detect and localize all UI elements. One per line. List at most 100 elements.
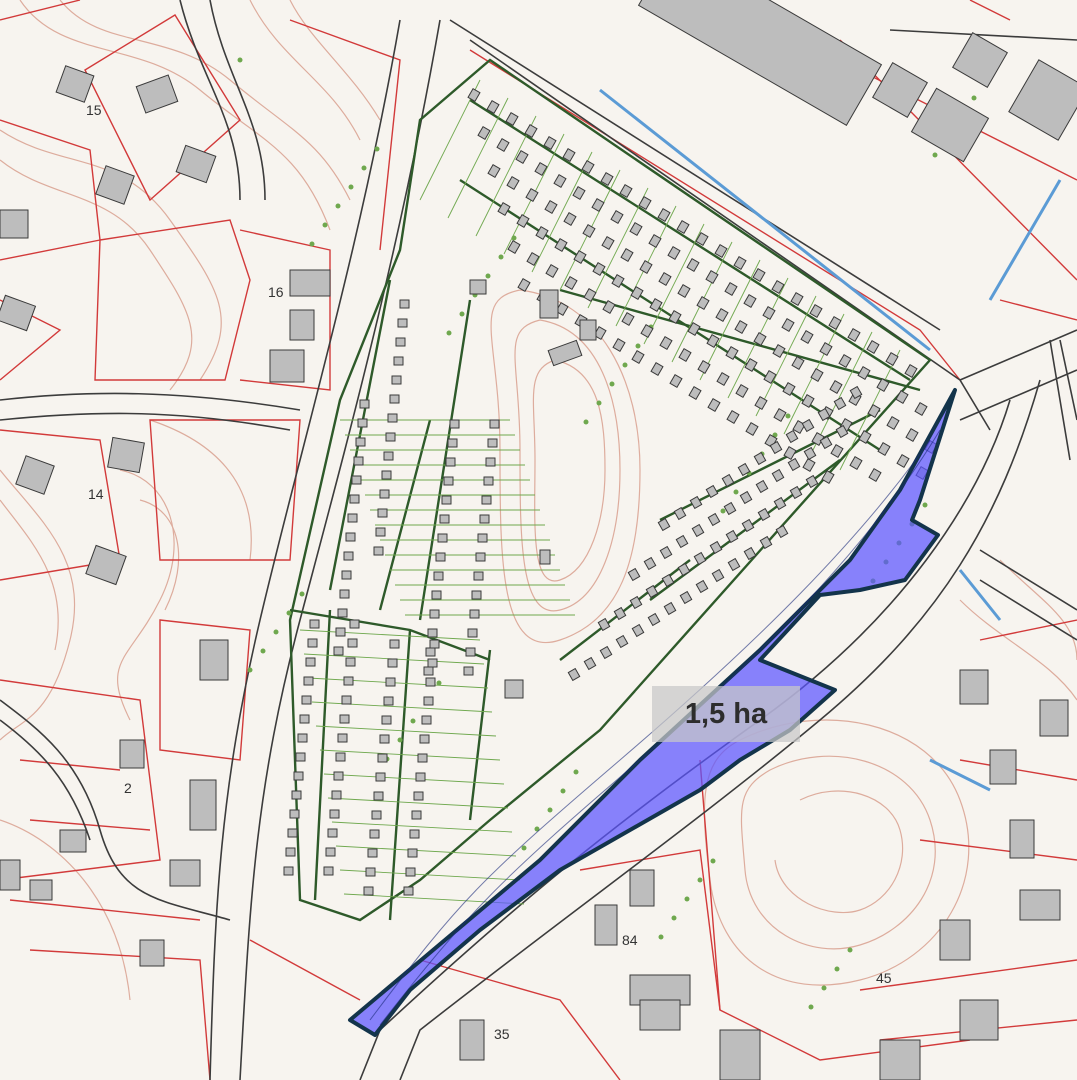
cabin — [645, 584, 659, 599]
cabin — [896, 453, 910, 469]
tree-dot — [547, 807, 553, 813]
plot-grid-line — [643, 223, 705, 345]
cabin — [631, 623, 645, 638]
cabin — [347, 513, 358, 523]
building — [95, 165, 135, 205]
building — [289, 269, 331, 297]
building — [0, 209, 29, 239]
building — [1019, 889, 1061, 921]
cabin — [371, 810, 382, 820]
cabin — [481, 495, 492, 505]
block-number-35: 35 — [494, 1026, 510, 1042]
cabin — [425, 647, 436, 657]
cabin — [507, 239, 521, 255]
cabin — [347, 638, 358, 648]
vegetation-grid — [237, 57, 990, 1010]
cabin — [737, 462, 751, 477]
cabin — [773, 407, 787, 423]
cabin — [553, 173, 567, 189]
cabin — [562, 147, 576, 163]
plot-grid-line — [755, 295, 817, 417]
cabin — [289, 809, 300, 819]
tree-dot — [335, 203, 341, 209]
plot-grid-line — [327, 797, 509, 809]
building — [289, 309, 315, 341]
cabin — [423, 696, 434, 706]
cabin — [753, 331, 767, 347]
plot-grid-line — [531, 151, 593, 273]
cabin — [307, 638, 318, 648]
cabin — [781, 317, 795, 333]
cabin — [726, 409, 740, 425]
building — [579, 319, 597, 341]
cabin — [351, 475, 362, 485]
cabin — [431, 590, 442, 600]
cabin — [335, 627, 346, 637]
cabin — [752, 267, 766, 283]
cabin — [744, 357, 758, 373]
cabin — [643, 556, 657, 571]
plot-grid-line — [335, 845, 517, 857]
cabin — [287, 828, 298, 838]
tree-dot — [273, 629, 279, 635]
tree-dot — [733, 489, 739, 495]
cabin — [803, 446, 817, 461]
cabin — [612, 337, 626, 353]
tree-dot — [932, 152, 938, 158]
cabin — [727, 557, 741, 572]
plot-grid-line — [331, 821, 513, 833]
cabin — [555, 301, 569, 317]
building — [1009, 819, 1035, 859]
cabin — [327, 828, 338, 838]
cabin — [828, 315, 842, 331]
cabin — [619, 183, 633, 199]
cabin — [886, 415, 900, 431]
building — [959, 669, 989, 705]
tree-dot — [808, 1004, 814, 1010]
tree-dot — [397, 737, 403, 743]
cabin — [567, 667, 581, 682]
tree-dot — [720, 508, 726, 514]
cabin — [399, 299, 410, 309]
cabin — [707, 397, 721, 413]
tree-dot — [348, 184, 354, 190]
cabin — [435, 552, 446, 562]
cabin — [640, 323, 654, 339]
cabin — [573, 249, 587, 265]
cabin — [914, 401, 928, 417]
tree-dot — [821, 985, 827, 991]
building — [139, 939, 165, 967]
cabin — [381, 470, 392, 480]
cabin — [613, 606, 627, 621]
cabin — [387, 413, 398, 423]
cabin — [629, 595, 643, 610]
cabin — [355, 437, 366, 447]
cabin — [757, 507, 771, 522]
cabin — [381, 715, 392, 725]
cabin — [741, 518, 755, 533]
tree-dot — [596, 400, 602, 406]
cabin — [353, 456, 364, 466]
cabin — [427, 658, 438, 668]
cabin — [496, 137, 510, 153]
cabin — [801, 393, 815, 409]
tree-dot — [573, 769, 579, 775]
cabin — [769, 440, 783, 455]
cabin — [787, 457, 801, 472]
tree-dot — [410, 718, 416, 724]
cabin — [375, 527, 386, 537]
cabin — [866, 339, 880, 355]
cabin — [443, 476, 454, 486]
plot-grid-line — [299, 629, 481, 641]
tree-dot — [299, 591, 305, 597]
cabin — [373, 791, 384, 801]
cabin — [677, 562, 691, 577]
cabin — [405, 867, 416, 877]
cabin — [739, 490, 753, 505]
building — [504, 679, 524, 699]
cabin — [285, 847, 296, 857]
cabin — [524, 123, 538, 139]
cabin — [790, 291, 804, 307]
cabin — [593, 325, 607, 341]
building — [459, 1019, 485, 1061]
